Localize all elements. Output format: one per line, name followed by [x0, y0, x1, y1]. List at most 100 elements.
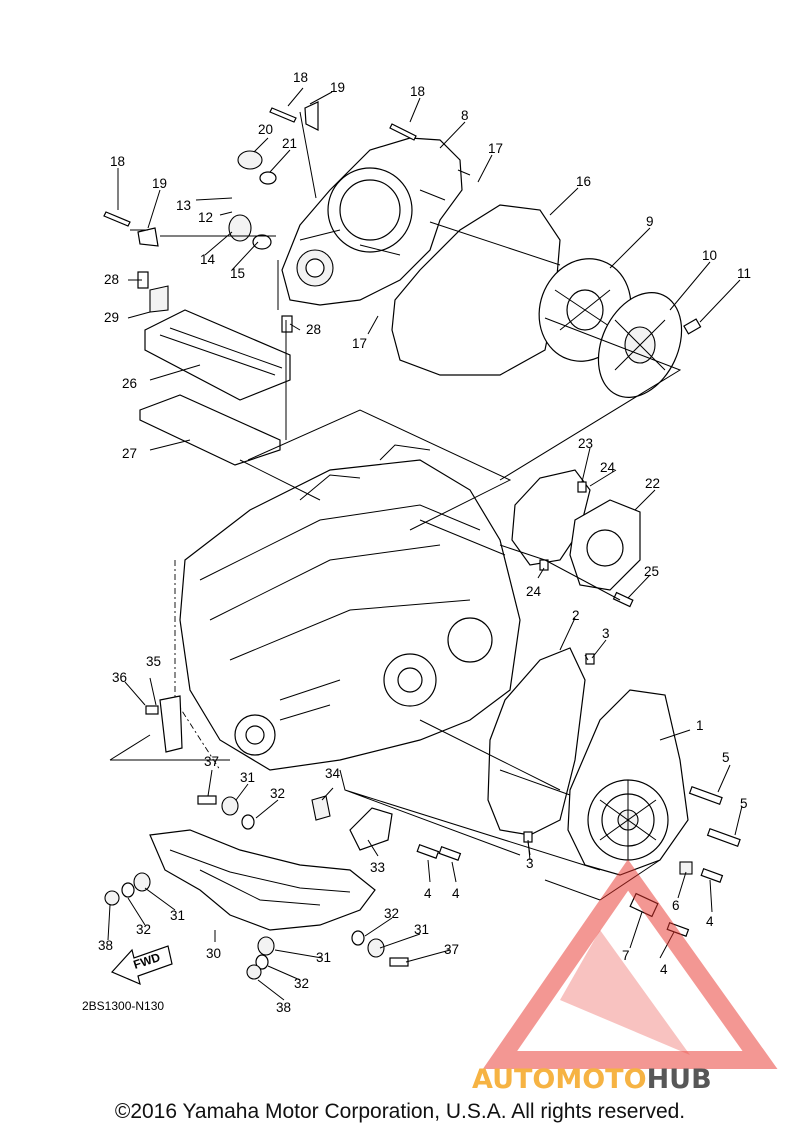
engine-block	[174, 444, 521, 771]
bolt-18-a	[269, 107, 297, 123]
damper-31-a	[221, 796, 239, 816]
crankcase-cover-1	[567, 689, 689, 876]
bolt-36	[145, 705, 159, 715]
guide-lines	[109, 111, 682, 901]
collar-32-d	[255, 954, 269, 970]
callout-33: 33	[370, 860, 385, 875]
callout-4b: 4	[452, 886, 460, 901]
cover-22	[569, 499, 641, 591]
collar-32-b	[121, 882, 135, 898]
callout-28b: 28	[306, 322, 321, 337]
damper-31-d	[257, 936, 275, 956]
svg-text:AUTOMOTOHUB: AUTOMOTOHUB	[472, 1064, 712, 1095]
callout-18a: 18	[293, 70, 308, 85]
bolt-4-b	[438, 845, 462, 861]
bolt-4-a	[416, 843, 440, 859]
watermark-text-part1: AUTOMOTO	[472, 1064, 647, 1095]
collar-32-c	[351, 930, 365, 946]
callout-8: 8	[461, 108, 469, 123]
watermark-text-part2: HUB	[647, 1064, 712, 1095]
callout-20: 20	[258, 122, 273, 137]
bolt-5-b	[706, 827, 741, 848]
damper-31-b	[133, 872, 151, 892]
automotohub-logo: AUTOMOTOHUB	[472, 859, 778, 1095]
callout-13: 13	[176, 198, 191, 213]
callout-17b: 17	[352, 336, 367, 351]
callouts: 18 19 18 8 17 16 9 10 11 20 21 18 19 13 …	[98, 70, 751, 1015]
callout-38a: 38	[98, 938, 113, 953]
callout-37a: 37	[204, 754, 219, 769]
oil-filler-cap-20	[237, 150, 263, 170]
callout-32b: 32	[136, 922, 151, 937]
callout-26: 26	[122, 376, 137, 391]
bolt-4-c	[700, 867, 724, 883]
callout-19b: 19	[152, 176, 167, 191]
callout-31b: 31	[170, 908, 185, 923]
callout-10: 10	[702, 248, 717, 263]
bolt-25	[612, 591, 634, 608]
callout-37b: 37	[444, 942, 459, 957]
skid-plate-30	[149, 829, 376, 931]
callout-25: 25	[644, 564, 659, 579]
callout-23: 23	[578, 436, 593, 451]
bolt-37-a	[197, 795, 217, 805]
clamp-19-a	[304, 101, 319, 131]
o-ring-21	[259, 171, 277, 185]
callout-12: 12	[198, 210, 213, 225]
callout-18b: 18	[410, 84, 425, 99]
callout-11: 11	[737, 266, 751, 281]
callout-24a: 24	[600, 460, 616, 475]
callout-34: 34	[325, 766, 341, 781]
callout-28a: 28	[104, 272, 119, 287]
callout-4a: 4	[424, 886, 432, 901]
dowel-3-a	[585, 653, 595, 665]
callout-18c: 18	[110, 154, 125, 169]
plug-14	[228, 214, 252, 242]
callout-3a: 3	[602, 626, 610, 641]
callout-31a: 31	[240, 770, 255, 785]
callout-22: 22	[645, 476, 660, 491]
bolt-5-a	[688, 785, 723, 806]
callout-16: 16	[576, 174, 591, 189]
bolt-38-a	[104, 890, 120, 906]
bolt-38-b	[246, 964, 262, 980]
bracket-35	[159, 695, 183, 753]
callout-30: 30	[206, 946, 221, 961]
collar-32-a	[241, 814, 255, 830]
callout-4d: 4	[660, 962, 668, 977]
callout-31d: 31	[414, 922, 429, 937]
callout-29: 29	[104, 310, 119, 325]
gasket-2	[487, 647, 586, 836]
callout-9: 9	[646, 214, 654, 229]
callout-1: 1	[696, 718, 704, 733]
clamp-19-b	[137, 227, 159, 247]
bolt-11	[683, 318, 702, 335]
sensor-34	[311, 795, 331, 821]
callout-32a: 32	[270, 786, 285, 801]
bolt-37-b	[389, 957, 409, 967]
callout-31c: 31	[316, 950, 331, 965]
part-6	[679, 861, 693, 875]
callout-5a: 5	[722, 750, 730, 765]
crankcase-cover-8	[281, 137, 463, 306]
callout-21: 21	[282, 136, 297, 151]
bracket-29	[149, 285, 169, 313]
cover-10	[597, 292, 683, 398]
callout-15: 15	[230, 266, 245, 281]
head-cover-26	[144, 309, 291, 401]
dowel-24-a	[577, 481, 587, 493]
gasket-27	[139, 394, 281, 466]
callout-7: 7	[622, 948, 630, 963]
bracket-33	[349, 807, 393, 851]
callout-36: 36	[112, 670, 127, 685]
fwd-arrow: FWD	[110, 945, 173, 986]
bolt-28-b	[281, 315, 293, 333]
callout-14: 14	[200, 252, 216, 267]
callout-38b: 38	[276, 1000, 291, 1015]
callout-3b: 3	[526, 856, 534, 871]
o-ring-15	[252, 234, 272, 250]
bolt-18-b	[389, 123, 417, 141]
callout-32d: 32	[384, 906, 399, 921]
callout-24b: 24	[526, 584, 542, 599]
